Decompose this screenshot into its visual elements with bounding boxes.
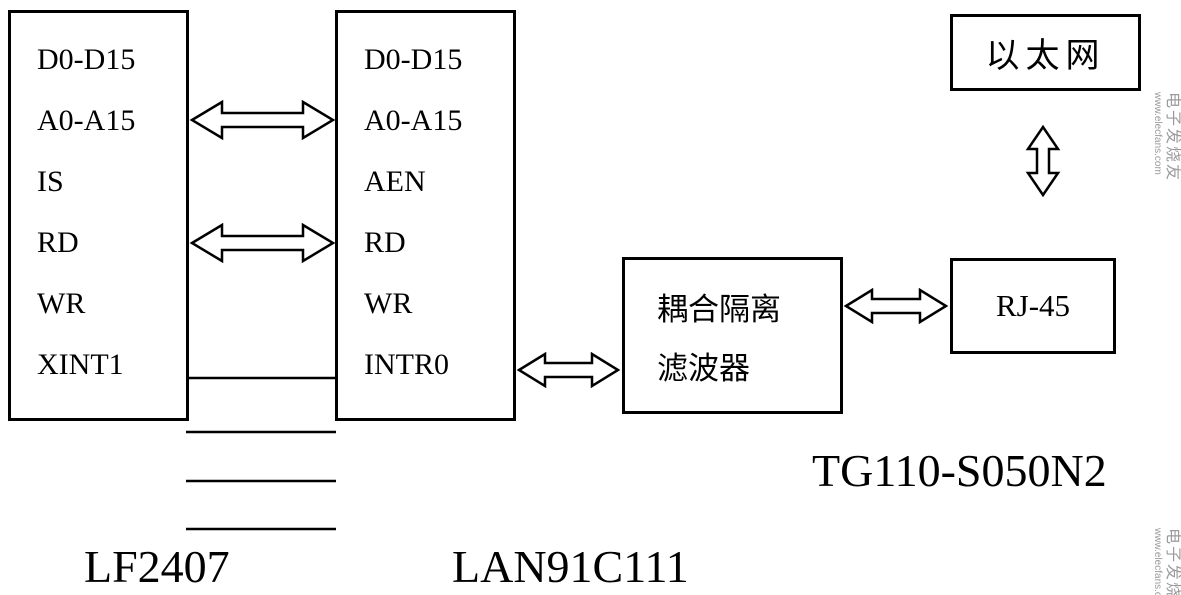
watermark-top: 电子发烧友 www.elecfans.com bbox=[1152, 92, 1181, 182]
lf2407-signal-rd: RD bbox=[37, 226, 79, 259]
arrow-lan-filter bbox=[516, 351, 621, 389]
lan91c111-box: D0-D15 A0-A15 AEN RD WR INTR0 bbox=[335, 10, 516, 421]
lf2407-signal-d0-d15: D0-D15 bbox=[37, 43, 136, 76]
lf2407-box: D0-D15 A0-A15 IS RD WR XINT1 bbox=[8, 10, 189, 421]
lan91c111-signal-d0-d15: D0-D15 bbox=[364, 43, 463, 76]
lf2407-signal-xint1: XINT1 bbox=[37, 348, 124, 381]
watermark-url: www.elecfans.com bbox=[1152, 528, 1164, 595]
filter-label-line2: 滤波器 bbox=[657, 351, 750, 386]
lan91c111-signal-a0-a15: A0-A15 bbox=[364, 104, 463, 137]
lf2407-signal-wr: WR bbox=[37, 287, 86, 320]
lan91c111-signal-intr0: INTR0 bbox=[364, 348, 449, 381]
lan91c111-signal-wr: WR bbox=[364, 287, 413, 320]
lf2407-signal-a0-a15: A0-A15 bbox=[37, 104, 136, 137]
arrow-filter-rj45 bbox=[843, 287, 949, 325]
ethernet-label: 以太网 bbox=[985, 38, 1106, 75]
lf2407-caption: LF2407 bbox=[84, 541, 230, 592]
lan91c111-signal-aen: AEN bbox=[364, 165, 426, 198]
ethernet-box: 以太网 bbox=[950, 14, 1141, 91]
filter-box: 耦合隔离 滤波器 bbox=[622, 257, 843, 414]
arrow-rj45-ethernet bbox=[1025, 124, 1061, 198]
rj45-box: RJ-45 bbox=[950, 258, 1116, 354]
lan91c111-signal-rd: RD bbox=[364, 226, 406, 259]
bus-arrow-address bbox=[189, 99, 336, 141]
bus-arrow-rd bbox=[189, 222, 336, 264]
rj45-label: RJ-45 bbox=[995, 288, 1071, 323]
watermark-brand: 电子发烧友 bbox=[1164, 92, 1181, 183]
watermark-bottom: 电子发烧友 www.elecfans.com bbox=[1152, 528, 1181, 595]
lan91c111-caption: LAN91C111 bbox=[452, 541, 689, 592]
watermark-url: www.elecfans.com bbox=[1152, 92, 1164, 175]
filter-label-line1: 耦合隔离 bbox=[657, 292, 781, 327]
watermark-brand: 电子发烧友 bbox=[1164, 528, 1181, 595]
lf2407-signal-is: IS bbox=[37, 165, 64, 198]
tg110-caption: TG110-S050N2 bbox=[812, 445, 1107, 496]
